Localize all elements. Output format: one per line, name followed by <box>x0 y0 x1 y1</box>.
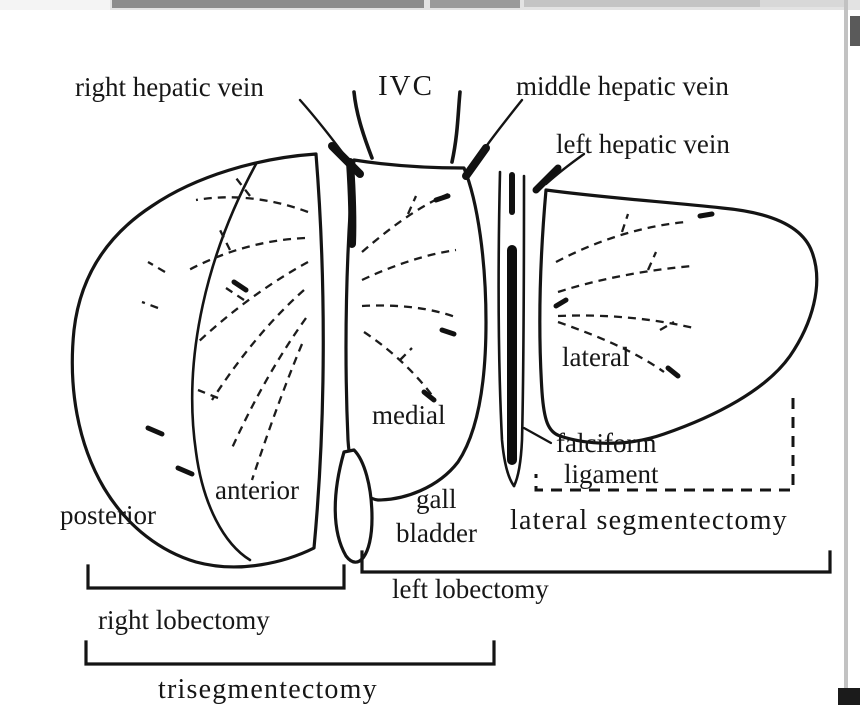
left-hepatic-vein-stub <box>532 164 562 194</box>
label-right-hepatic-vein: right hepatic vein <box>75 72 264 102</box>
label-medial: medial <box>372 400 445 430</box>
figure-labels: right hepatic vein IVC middle hepatic ve… <box>60 70 788 705</box>
right-lobe-outline <box>70 152 325 569</box>
lateral-segmentectomy-bracket <box>534 398 795 492</box>
fissure-dark-top <box>346 158 357 248</box>
label-left-hepatic-vein: left hepatic vein <box>556 129 730 159</box>
right-lobectomy-bracket <box>86 564 346 590</box>
ivc-right-wall <box>450 90 462 164</box>
portal-branches-lateral <box>553 211 715 379</box>
leader-falciform <box>522 426 553 445</box>
label-ivc: IVC <box>378 70 434 102</box>
label-right-lobectomy: right lobectomy <box>98 605 270 635</box>
portal-branches-right-lobe <box>141 177 309 481</box>
falciform-ligament-shape <box>497 170 526 488</box>
label-lateral-segmentectomy: lateral segmentectomy <box>510 505 788 536</box>
right-hepatic-vein-stub <box>328 142 364 178</box>
label-gall-line2: bladder <box>396 518 477 548</box>
label-posterior: posterior <box>60 500 156 530</box>
leader-lines <box>298 98 586 445</box>
resection-brackets <box>84 398 832 666</box>
portal-branches-medial <box>361 192 459 403</box>
ivc-left-wall <box>352 90 374 160</box>
label-trisegmentectomy: trisegmentectomy <box>158 674 378 705</box>
leader-middle-hepatic-vein <box>476 98 524 160</box>
medial-segment-outline <box>344 158 488 502</box>
leader-right-hepatic-vein <box>298 98 344 154</box>
label-middle-hepatic-vein: middle hepatic vein <box>516 71 729 101</box>
label-left-lobectomy: left lobectomy <box>392 574 549 604</box>
leader-left-hepatic-vein <box>544 152 586 186</box>
lateral-segment-outline <box>538 188 819 445</box>
label-anterior: anterior <box>215 475 299 505</box>
label-falciform-line1: falciform <box>556 428 656 458</box>
label-lateral: lateral <box>562 342 629 372</box>
label-falciform-line2: ligament <box>564 459 659 489</box>
label-gall-line1: gall <box>416 484 457 514</box>
trisegmentectomy-bracket <box>84 640 496 666</box>
left-lobectomy-bracket <box>360 550 832 574</box>
